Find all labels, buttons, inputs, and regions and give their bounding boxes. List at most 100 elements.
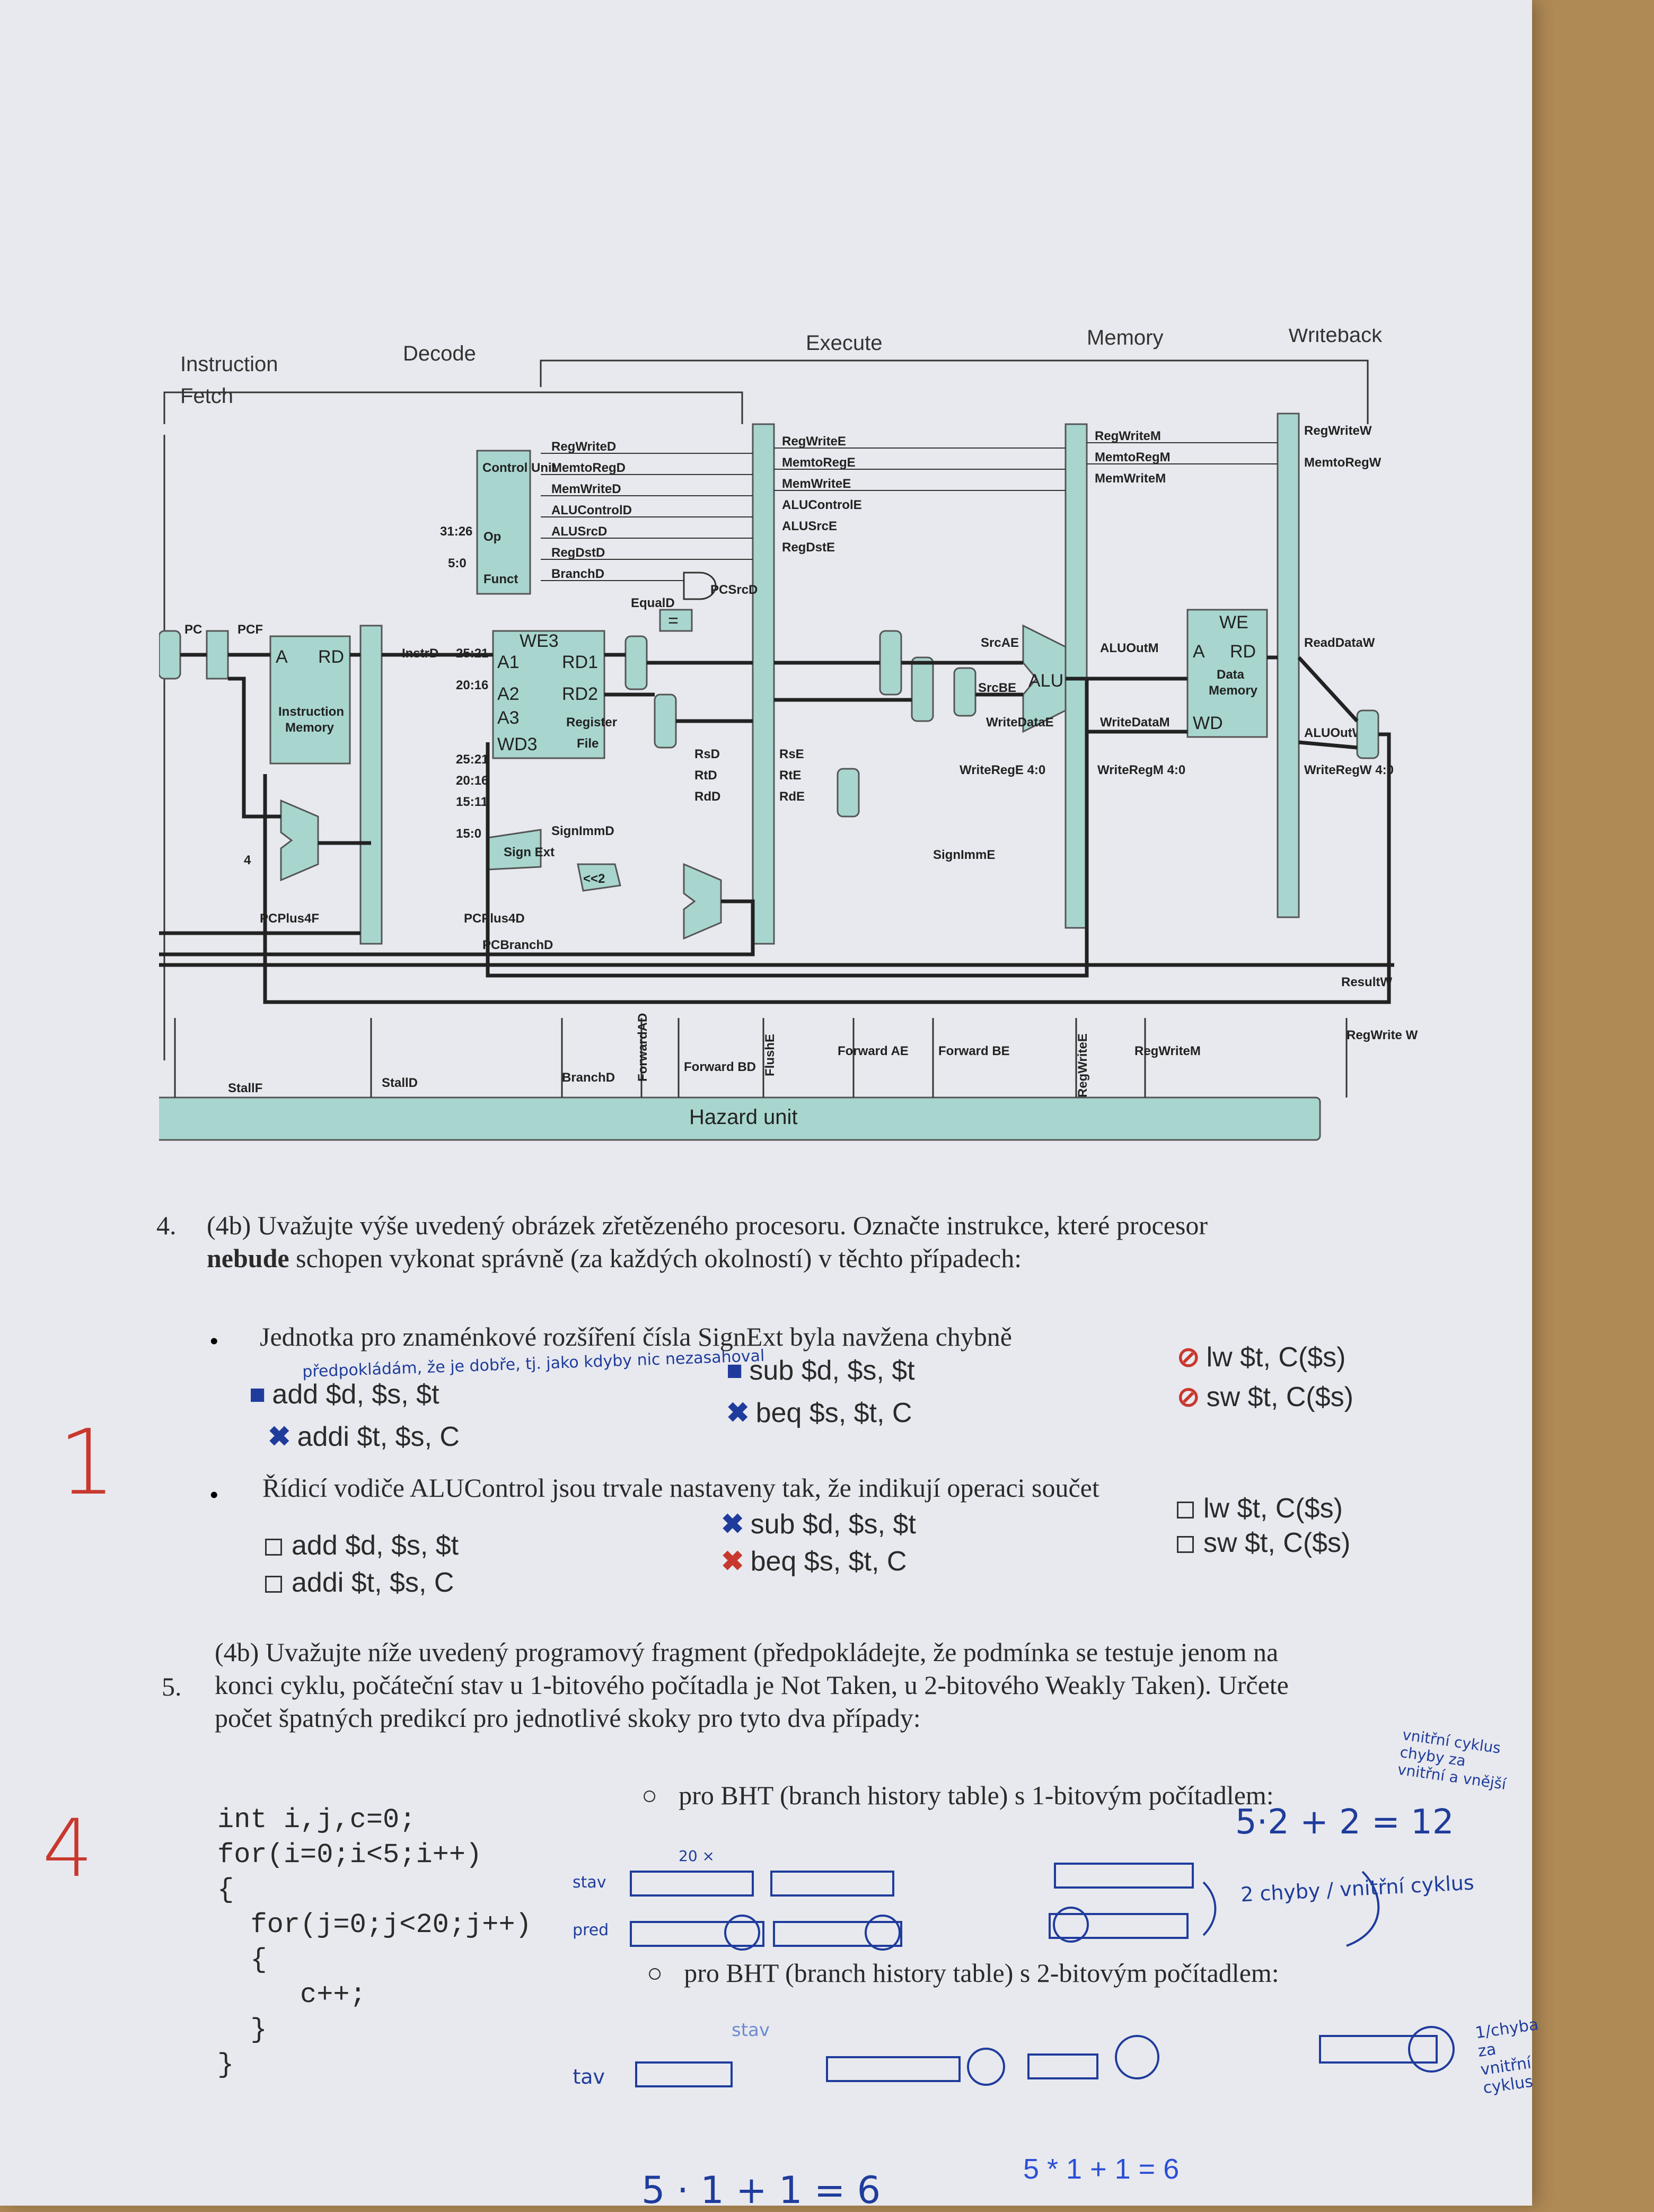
rf-a2: A2 — [497, 684, 520, 704]
hz-forwardbd: Forward BD — [684, 1060, 756, 1074]
dmem-memory: Memory — [1209, 683, 1258, 698]
sig-regwritew: RegWriteW — [1304, 424, 1372, 438]
rte-label: RtE — [779, 768, 801, 783]
hand-20x: 20 × — [679, 1847, 715, 1865]
bits-imm: 15:0 — [456, 827, 481, 841]
hand-pred-stav: pred. stav — [573, 2065, 605, 2088]
q4b-opt-add[interactable]: add $d, $s, $t — [265, 1530, 459, 1561]
forward-bd-mux — [654, 694, 677, 749]
sig-branchd: BranchD — [551, 567, 604, 581]
pcf-label: PCF — [237, 622, 263, 637]
q5-line2: konci cyklu, počáteční stav u 1-bitového… — [215, 1670, 1289, 1700]
typed-answer: 5 * 1 + 1 = 6 — [1023, 2153, 1180, 2185]
equal-sign: = — [668, 611, 679, 631]
writerege-label: WriteRegE 4:0 — [960, 763, 1045, 777]
q4b-opt-beq[interactable]: ✖beq $s, $t, C — [721, 1546, 907, 1577]
rf-we3: WE3 — [520, 631, 559, 651]
handwritten-bht-sketch: stav pred 20 × stav pred. stav — [573, 1847, 1455, 2088]
instruction-memory — [269, 635, 351, 765]
q4a-opt-beq[interactable]: ✖beq $s, $t, C — [726, 1398, 912, 1428]
q4-score: 1 — [58, 1410, 116, 1515]
hz-regwritew: RegWrite W — [1347, 1028, 1418, 1042]
signimme-label: SignImmE — [933, 848, 995, 862]
hz-flushe: FlushE — [763, 1034, 777, 1076]
branch-adder — [683, 863, 722, 940]
writedatae-label: WriteDataE — [986, 715, 1054, 730]
sig-memtoregw: MemtoRegW — [1304, 455, 1382, 470]
dmem-a: A — [1193, 642, 1205, 662]
code-line-1: int i,j,c=0; — [217, 1804, 416, 1836]
bullet-2: • — [209, 1480, 219, 1509]
sig-regdstd: RegDstD — [551, 546, 605, 560]
pc-label: PC — [184, 622, 202, 637]
stage-label-fetch: Fetch — [180, 384, 233, 408]
sign-extend-label: Sign Ext — [504, 845, 555, 859]
regdst-mux — [837, 768, 860, 818]
pcbranchd-label: PCBranchD — [482, 938, 553, 952]
control-unit — [476, 450, 531, 595]
hand-stav-2: stav — [732, 2020, 770, 2041]
q5-line1: (4b) Uvažujte níže uvedený programový fr… — [215, 1637, 1279, 1667]
forward-ae-mux — [879, 630, 902, 696]
bits-rd: 15:11 — [456, 795, 488, 809]
code-line-4: for(j=0;j<20;j++) — [217, 1909, 532, 1941]
sig-memtorege: MemtoRegE — [782, 455, 856, 470]
hz-forwardae: Forward AE — [838, 1044, 909, 1058]
writeregm-label: WriteRegM 4:0 — [1097, 763, 1185, 777]
shift-left-unit — [577, 863, 621, 892]
data-memory — [1186, 609, 1268, 738]
q4b-opt-sw[interactable]: sw $t, C($s) — [1177, 1527, 1350, 1559]
code-line-6: c++; — [217, 1979, 366, 2011]
q5-case1: ○pro BHT (branch history table) s 1-bito… — [641, 1780, 1274, 1810]
q4a-opt-lw[interactable]: ⊘lw $t, C($s) — [1177, 1342, 1346, 1373]
code-line-2: for(i=0;i<5;i++) — [217, 1839, 482, 1871]
srcae-label: SrcAE — [981, 636, 1019, 650]
q4-line2: schopen vykonat správně (za každých okol… — [289, 1243, 1022, 1273]
q4a-opt-sw[interactable]: ⊘sw $t, C($s) — [1177, 1382, 1353, 1412]
pipe-reg-mw — [1277, 412, 1300, 918]
constant-four: 4 — [244, 853, 251, 867]
control-op-label: Op — [483, 530, 501, 544]
code-line-8: } — [217, 2049, 234, 2081]
rdd-label: RdD — [694, 789, 720, 804]
stage-label-execute: Execute — [806, 331, 883, 355]
signimmd-label: SignImmD — [551, 824, 614, 838]
sig-memwritem: MemWriteM — [1095, 471, 1166, 486]
sig-alucontrole: ALUControlE — [782, 498, 862, 512]
sig-memtoregd: MemtoRegD — [551, 461, 626, 475]
hz-regwritem: RegWriteM — [1134, 1044, 1201, 1058]
q4-bullet2: Řídicí vodiče ALUControl jsou trvale nas… — [262, 1473, 1099, 1503]
sig-regwritee: RegWriteE — [782, 434, 846, 449]
shift-label: <<2 — [583, 872, 605, 886]
hand-bottom: 5 · 1 + 1 = 6 — [641, 2169, 881, 2212]
pcplus4f-label: PCPlus4F — [260, 911, 319, 926]
rf-a1: A1 — [497, 652, 520, 672]
hazard-unit-label: Hazard unit — [689, 1105, 798, 1129]
alusrc-mux — [953, 667, 976, 717]
imem-a: A — [276, 647, 288, 667]
hand-pred: pred — [573, 1921, 609, 1939]
q4a-opt-add[interactable]: ■add $d, $s, $t — [249, 1379, 439, 1410]
code-line-3: { — [217, 1874, 234, 1906]
stage-label-memory: Memory — [1087, 329, 1163, 349]
q4a-opt-addi[interactable]: ✖addi $t, $s, C — [268, 1421, 460, 1452]
imem-memory: Memory — [285, 721, 335, 735]
hz-branchd: BranchD — [562, 1070, 615, 1085]
sig-memwritee: MemWriteE — [782, 477, 851, 491]
q4b-opt-addi[interactable]: addi $t, $s, C — [265, 1567, 454, 1599]
q4-text: (4b) Uvažujte výše uvedený obrázek zřetě… — [207, 1209, 1426, 1275]
pipeline-figure: Instruction Fetch Decode Execute Memory … — [126, 323, 1431, 1156]
branch-and-gate — [683, 572, 717, 600]
stage-label-instruction: Instruction — [180, 353, 278, 376]
q5-case2: ○pro BHT (branch history table) s 2-bito… — [647, 1958, 1279, 1988]
q4b-opt-lw[interactable]: lw $t, C($s) — [1177, 1493, 1343, 1524]
q5-line3: počet špatných predikcí pro jednotlivé s… — [215, 1703, 921, 1733]
rf-wd3: WD3 — [497, 734, 538, 754]
pcsrcd-label: PCSrcD — [710, 583, 758, 597]
hz-stallf: StallF — [228, 1081, 262, 1095]
q5-number: 5. — [162, 1672, 182, 1701]
q4a-opt-sub[interactable]: ■sub $d, $s, $t — [726, 1355, 915, 1386]
resultw-label: ResultW — [1341, 975, 1392, 989]
forward-ad-mux — [624, 635, 648, 690]
q4b-opt-sub[interactable]: ✖sub $d, $s, $t — [721, 1509, 916, 1540]
